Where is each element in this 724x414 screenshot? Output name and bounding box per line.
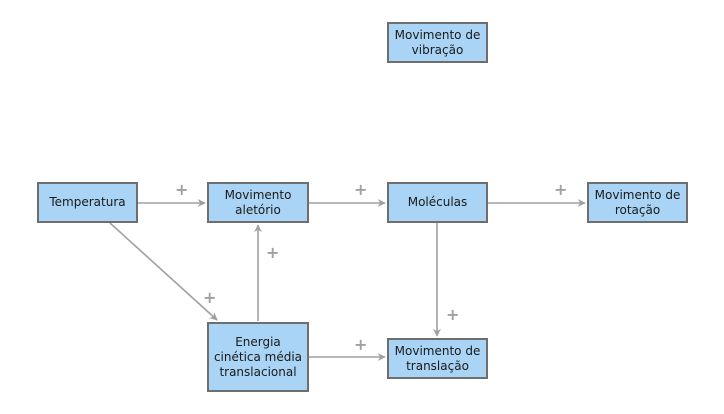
edge-energia-translacao: + [309, 335, 386, 361]
node-temperatura[interactable]: Temperatura [37, 182, 138, 223]
node-label: Movimento de rotação [594, 187, 681, 217]
node-label: Energia cinética média translacional [213, 334, 303, 379]
edge-aleatorio-moleculas: + [309, 180, 386, 207]
node-label: Movimento aletório [224, 187, 292, 217]
edge-polarity-label: + [554, 180, 567, 199]
node-movimento-de-rotacao[interactable]: Movimento de rotação [587, 182, 688, 223]
edge-polarity-label: + [354, 335, 367, 354]
edge-polarity-label: + [446, 305, 459, 324]
node-movimento-de-translacao[interactable]: Movimento de translação [387, 338, 488, 379]
node-label: Temperatura [49, 195, 126, 209]
node-label: Moléculas [407, 195, 468, 209]
node-movimento-de-vibracao[interactable]: Movimento de vibração [387, 22, 488, 63]
edge-moleculas-translacao: + [433, 223, 459, 337]
edge-polarity-label: + [175, 180, 188, 199]
node-movimento-aletorio[interactable]: Movimento aletório [207, 182, 309, 223]
edge-energia-aleatorio: + [254, 224, 279, 321]
edge-polarity-label: + [354, 180, 367, 199]
edge-temperatura-aleatorio: + [138, 180, 206, 207]
node-energia-cinetica-media-translacional[interactable]: Energia cinética média translacional [207, 322, 309, 392]
edge-polarity-label: + [203, 288, 216, 307]
node-label: Movimento de translação [394, 343, 481, 373]
edge-polarity-label: + [266, 243, 279, 262]
node-label: Movimento de vibração [394, 27, 481, 57]
edge-moleculas-rotacao: + [488, 180, 586, 207]
node-moleculas[interactable]: Moléculas [387, 182, 488, 223]
edge-temperatura-energia: + [109, 222, 218, 321]
